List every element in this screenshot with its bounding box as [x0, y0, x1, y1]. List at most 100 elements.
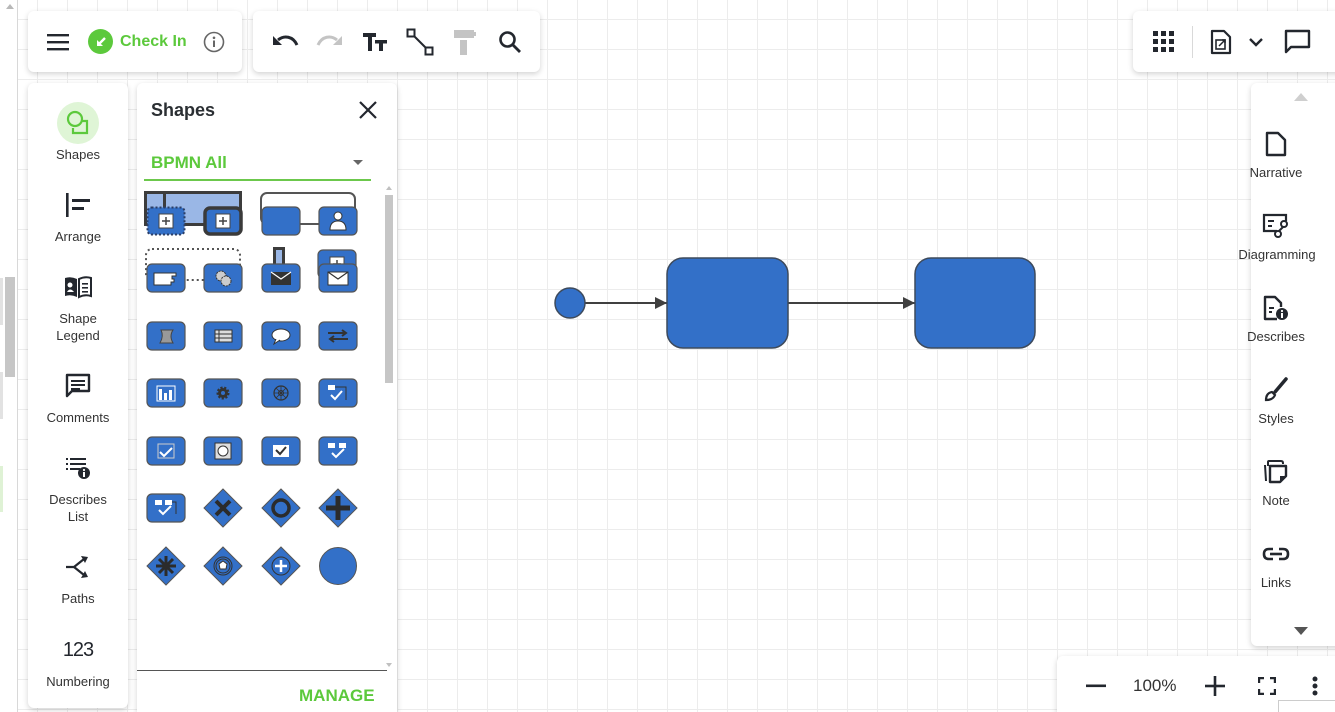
outer-scrollbar[interactable] [0, 0, 18, 712]
note-icon [1261, 457, 1291, 487]
task-node-2[interactable] [914, 257, 1036, 349]
panel-title: Shapes [151, 100, 216, 120]
shapes-panel: Shapes BPMN All MANAGE [137, 83, 397, 712]
shape-message-comment[interactable] [261, 321, 301, 351]
tooltip [1278, 700, 1335, 712]
shape-legend-icon [57, 266, 99, 308]
shape-start-event[interactable] [318, 546, 358, 586]
hamburger-menu-icon[interactable] [44, 28, 72, 56]
scroll-down-arrow-icon[interactable] [386, 663, 392, 667]
shape-approve-task[interactable] [261, 436, 301, 466]
shape-transfer[interactable] [318, 321, 358, 351]
sidebar-item-label: Numbering [46, 674, 110, 689]
right-sidebar: Narrative Diagramming Describes Styles N… [1238, 83, 1335, 646]
shape-service-task[interactable] [203, 263, 243, 293]
sidebar-item-shapes[interactable]: Shapes [28, 102, 128, 163]
shape-wheel-task[interactable] [261, 378, 301, 408]
zoom-in-button[interactable] [1204, 675, 1226, 697]
sidebar-item-links[interactable]: Links [1251, 539, 1335, 590]
sidebar-item-label: Comments [46, 410, 110, 425]
sidebar-item-diagramming[interactable]: Diagramming [1238, 211, 1335, 262]
scroll-up-arrow-icon[interactable] [386, 186, 392, 190]
shape-inclusive-gateway[interactable] [261, 488, 301, 528]
sidebar-item-label: List [67, 509, 89, 524]
shape-target-task[interactable] [203, 436, 243, 466]
manage-button[interactable]: MANAGE [299, 686, 375, 705]
shape-parallel-gateway[interactable] [318, 488, 358, 528]
shape-script-task[interactable] [146, 321, 186, 351]
task-node-1[interactable] [666, 257, 789, 349]
strip-band [0, 466, 3, 512]
shape-receive-task[interactable] [318, 263, 358, 293]
text-size-icon[interactable] [359, 26, 390, 57]
shape-subprocess-check[interactable] [318, 378, 358, 408]
sidebar-item-label: Styles [1258, 411, 1294, 426]
shape-library-dropdown[interactable]: BPMN All [144, 146, 371, 181]
shape-grid [137, 183, 382, 670]
toolbar-divider [1192, 25, 1193, 58]
scroll-down-arrow-icon[interactable] [1294, 627, 1308, 635]
undo-icon[interactable] [269, 26, 300, 57]
shape-exclusive-gateway[interactable] [203, 488, 243, 528]
sidebar-item-describes-list[interactable]: Describes List [28, 447, 128, 525]
shape-task[interactable] [261, 206, 301, 236]
sidebar-item-arrange[interactable]: Arrange [28, 184, 128, 245]
shape-manual-task[interactable] [146, 263, 186, 293]
check-in-button[interactable]: Check In [88, 29, 187, 54]
sidebar-item-label: Paths [61, 591, 95, 606]
redo-icon[interactable] [314, 26, 345, 57]
sidebar-item-label: Describes [1247, 329, 1305, 344]
shape-library-value: BPMN All [151, 152, 227, 172]
sidebar-item-styles[interactable]: Styles [1251, 375, 1335, 426]
shape-gear-task[interactable] [203, 378, 243, 408]
connector-icon[interactable] [404, 26, 435, 57]
shape-user-task[interactable] [318, 206, 358, 236]
shape-multi-check-task[interactable] [318, 436, 358, 466]
sidebar-item-label: Note [1262, 493, 1290, 508]
search-icon[interactable] [494, 26, 525, 57]
sidebar-item-paths[interactable]: Paths [28, 546, 128, 607]
shape-send-task[interactable] [261, 263, 301, 293]
scrollbar-thumb[interactable] [5, 277, 15, 377]
sidebar-item-numbering[interactable]: 123 Numbering [28, 629, 128, 690]
scroll-up-arrow-icon[interactable] [1294, 93, 1308, 101]
shape-business-rule-task[interactable] [203, 321, 243, 351]
dropdown-caret-icon [353, 160, 363, 165]
shape-chart-task[interactable] [146, 378, 186, 408]
sidebar-item-narrative[interactable]: Narrative [1250, 129, 1335, 180]
shape-list-scrollbar[interactable] [383, 183, 393, 673]
apps-grid-icon[interactable] [1151, 30, 1175, 54]
describes-list-icon [57, 447, 99, 489]
shape-flow-check-task[interactable] [146, 493, 186, 523]
start-event-node[interactable] [554, 287, 586, 319]
shape-parallel-event-gateway[interactable] [261, 546, 301, 586]
strip-band [0, 372, 3, 419]
shape-complex-gateway[interactable] [146, 546, 186, 586]
shape-call-activity[interactable] [203, 206, 243, 236]
zoom-level[interactable]: 100% [1133, 676, 1177, 695]
export-document-icon[interactable] [1209, 28, 1233, 56]
sidebar-item-comments[interactable]: Comments [28, 365, 128, 426]
strip-band [0, 278, 3, 325]
more-vertical-icon[interactable] [1310, 675, 1320, 697]
shape-event-subprocess[interactable] [146, 206, 186, 236]
scrollbar-thumb[interactable] [385, 195, 393, 383]
sidebar-item-shape-legend[interactable]: Shape Legend [28, 266, 128, 344]
chevron-down-icon[interactable] [1247, 33, 1265, 51]
fit-screen-icon[interactable] [1256, 675, 1278, 697]
scroll-up-arrow-icon[interactable] [6, 4, 14, 9]
comments-icon [57, 365, 99, 407]
comment-icon[interactable] [1283, 28, 1311, 56]
sidebar-item-note[interactable]: Note [1251, 457, 1335, 508]
sidebar-item-describes[interactable]: Describes [1247, 293, 1335, 344]
shape-check-task[interactable] [146, 436, 186, 466]
paint-roller-icon[interactable] [449, 26, 480, 57]
file-toolbar: Check In [28, 11, 242, 72]
shape-event-based-gateway[interactable] [203, 546, 243, 586]
plus-icon [1205, 676, 1226, 696]
zoom-out-button[interactable] [1085, 675, 1107, 697]
info-icon[interactable] [202, 30, 226, 54]
close-icon[interactable] [356, 98, 380, 122]
minus-icon [1086, 684, 1106, 688]
